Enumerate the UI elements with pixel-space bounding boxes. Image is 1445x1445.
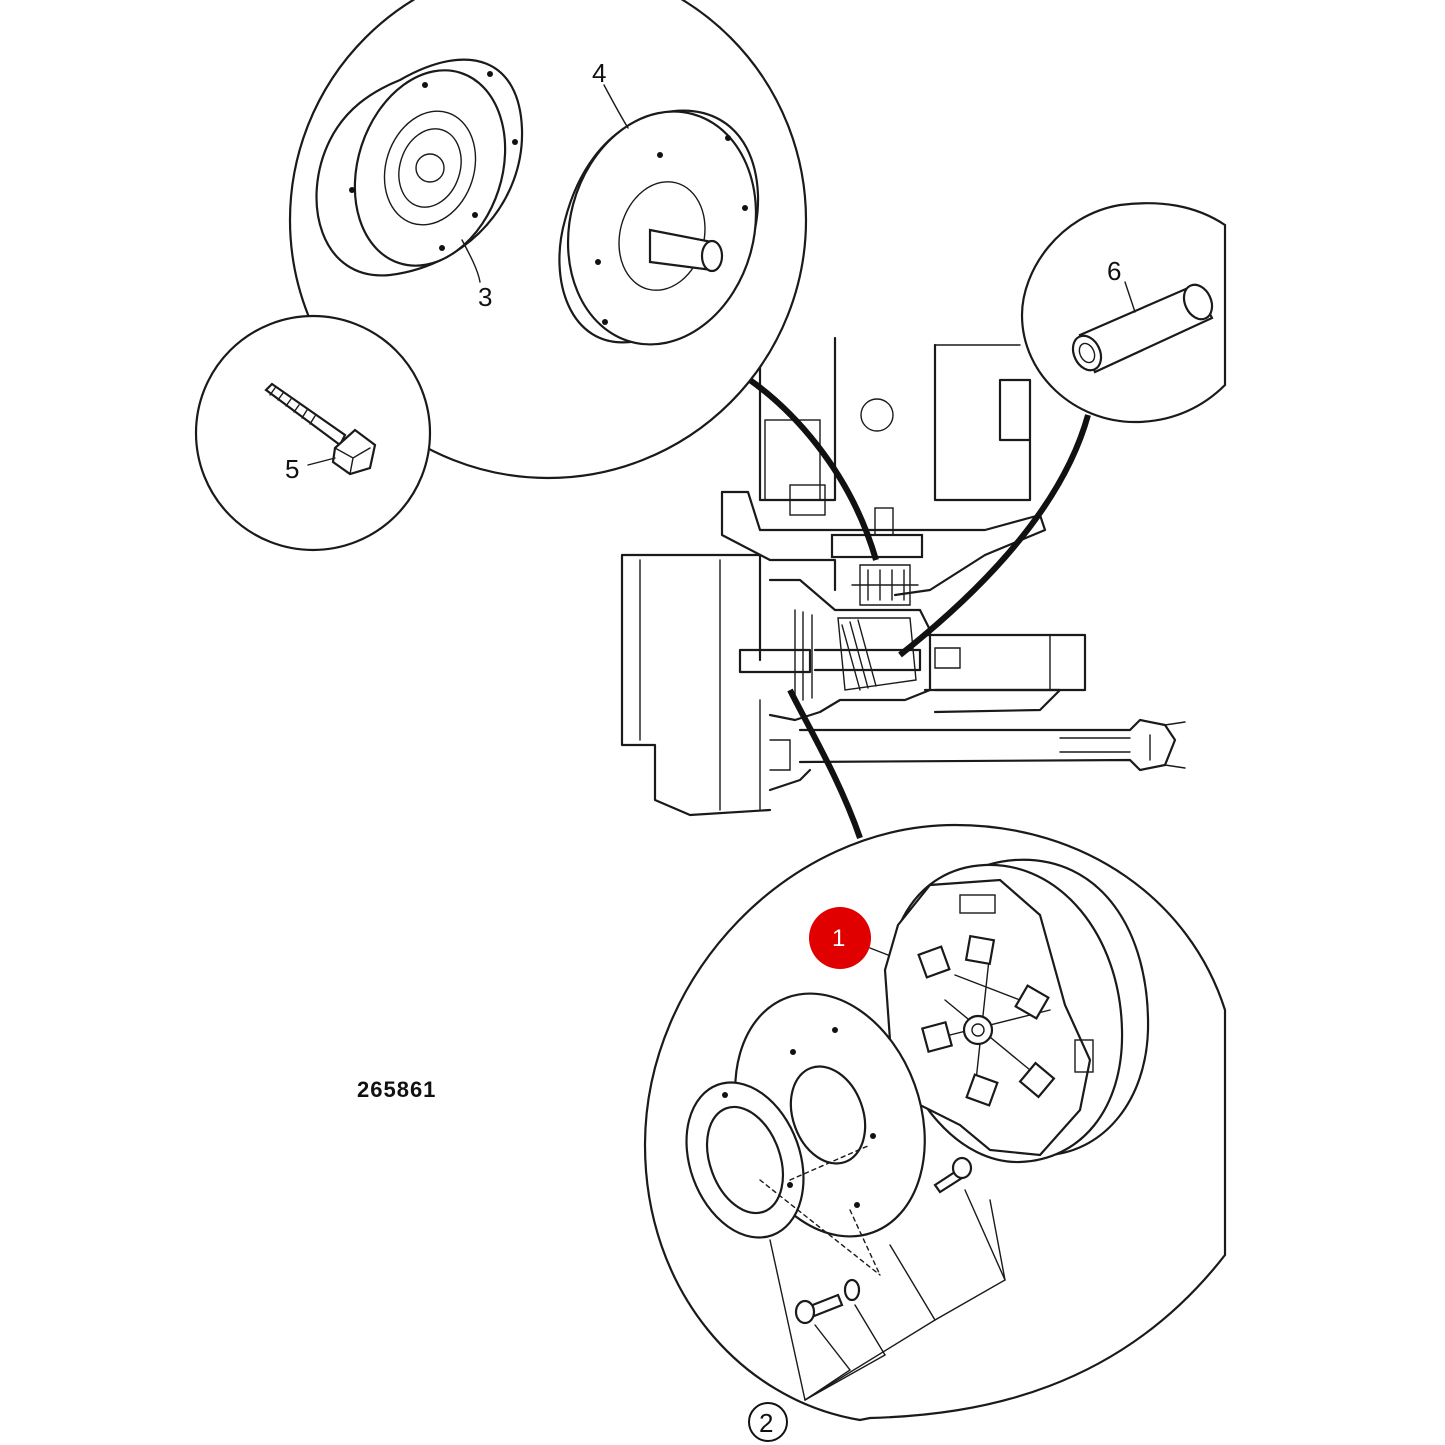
callout-2-marker: 2 bbox=[748, 1402, 788, 1442]
callout-6: 6 bbox=[1107, 256, 1121, 286]
detail-circle-flywheel: 3 4 bbox=[288, 0, 808, 480]
callout-4: 4 bbox=[592, 58, 606, 88]
spacer-ring bbox=[685, 1081, 805, 1239]
detail-circle-sleeve: 6 bbox=[1020, 202, 1227, 424]
flywheel-part-4 bbox=[558, 109, 760, 346]
callout-1-marker: 1 bbox=[809, 907, 871, 969]
clutch-plate-part-1 bbox=[883, 858, 1150, 1164]
axle-assembly bbox=[620, 336, 1186, 817]
leader-lines-part-2 bbox=[769, 1189, 1006, 1401]
detail-circle-clutch bbox=[643, 823, 1227, 1422]
callout-2: 2 bbox=[759, 1408, 773, 1438]
callout-3: 3 bbox=[478, 282, 492, 312]
fasteners bbox=[794, 1156, 973, 1325]
flywheel-part-3 bbox=[315, 58, 524, 277]
detail-circle-bolt: 5 bbox=[194, 314, 432, 552]
callout-5: 5 bbox=[285, 454, 299, 484]
figure-reference-number: 265861 bbox=[357, 1077, 436, 1102]
leader-bands bbox=[736, 369, 1091, 839]
callout-1: 1 bbox=[832, 925, 845, 952]
